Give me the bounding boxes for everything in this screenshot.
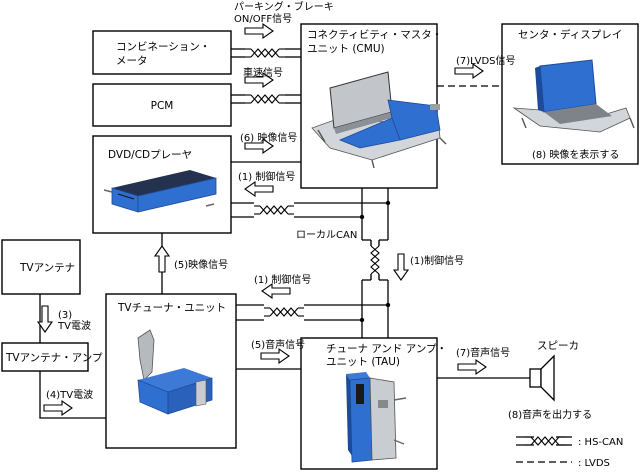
video-5-label: (5)映像信号: [174, 259, 228, 271]
combination-meter-box: [92, 30, 232, 75]
vehicle-speed-label: 車速信号: [243, 66, 283, 79]
control-right-label: (1)制御信号: [410, 254, 464, 267]
pcm-label: PCM: [151, 100, 174, 112]
arrow-parking-brake: [244, 23, 274, 39]
speaker-icon: [529, 354, 555, 402]
arrow-video-5: [154, 245, 170, 273]
arrow-control-dvd: [244, 181, 274, 197]
twisted-pair-meter: [244, 48, 286, 58]
tv-antenna-amp-box: [1, 342, 89, 372]
legend-hs-can-symbol: [516, 436, 572, 446]
tv-wave-3-label: (3)TV電波: [57, 310, 91, 332]
tau-label: チューナ アンド アンプ・ユニット (TAU): [326, 343, 447, 368]
arrow-control-tuner: [261, 283, 291, 299]
control-dvd-label: (1) 制御信号: [238, 170, 295, 183]
display-label: (8) 映像を表示する: [532, 148, 619, 161]
center-display-image: [512, 59, 635, 133]
tv-antenna-amp-label: TVアンテナ・アンプ: [5, 352, 103, 364]
tv-antenna-box: [1, 239, 81, 295]
arrow-tv-wave-4: [43, 400, 73, 416]
tau-image: [346, 372, 407, 463]
tv-wave-4-label: (4)TV電波: [46, 388, 93, 401]
pcm-box: [92, 83, 232, 127]
arrow-control-right: [393, 253, 409, 281]
cmu-label: コネクティビティ・マスタ・ユニット (CMU): [307, 29, 442, 55]
dvd-player-image: [103, 170, 217, 213]
tv-antenna-label: TVアンテナ: [19, 262, 75, 274]
speaker-label: スピーカ: [537, 340, 579, 352]
tv-tuner-label: TVチューナ・ユニット: [117, 302, 226, 314]
audio-5-label: (5)音声信号: [251, 338, 305, 351]
center-display-label: センタ・ディスプレイ: [518, 28, 622, 41]
tv-tuner-box: [105, 293, 237, 449]
local-can-label: ローカルCAN: [296, 229, 357, 241]
arrow-audio-7: [457, 359, 487, 375]
audio-7-label: (7)音声信号: [456, 346, 510, 359]
twisted-pair-dvd: [253, 205, 295, 215]
audio-output-label: (8)音声を出力する: [508, 408, 592, 421]
tv-tuner-image: [137, 329, 213, 415]
lvds-signal-label: (7)LVDS信号: [456, 55, 516, 67]
dvd-player-label: DVD/CDプレーヤ: [108, 149, 192, 161]
combination-meter-label: コンビネーション・メータ: [116, 41, 210, 67]
control-tuner-label: (1) 制御信号: [254, 273, 311, 286]
twisted-pair-pcm: [244, 94, 286, 104]
legend-lvds-label: : LVDS: [578, 458, 610, 469]
twisted-pair-local-can: [370, 239, 380, 281]
arrow-audio-5: [260, 348, 290, 364]
twisted-pair-tuner: [263, 307, 305, 317]
legend-hs-can-label: : HS-CAN: [578, 437, 623, 448]
video-6-label: (6) 映像信号: [240, 132, 297, 144]
cmu-unit-image: [311, 71, 447, 169]
